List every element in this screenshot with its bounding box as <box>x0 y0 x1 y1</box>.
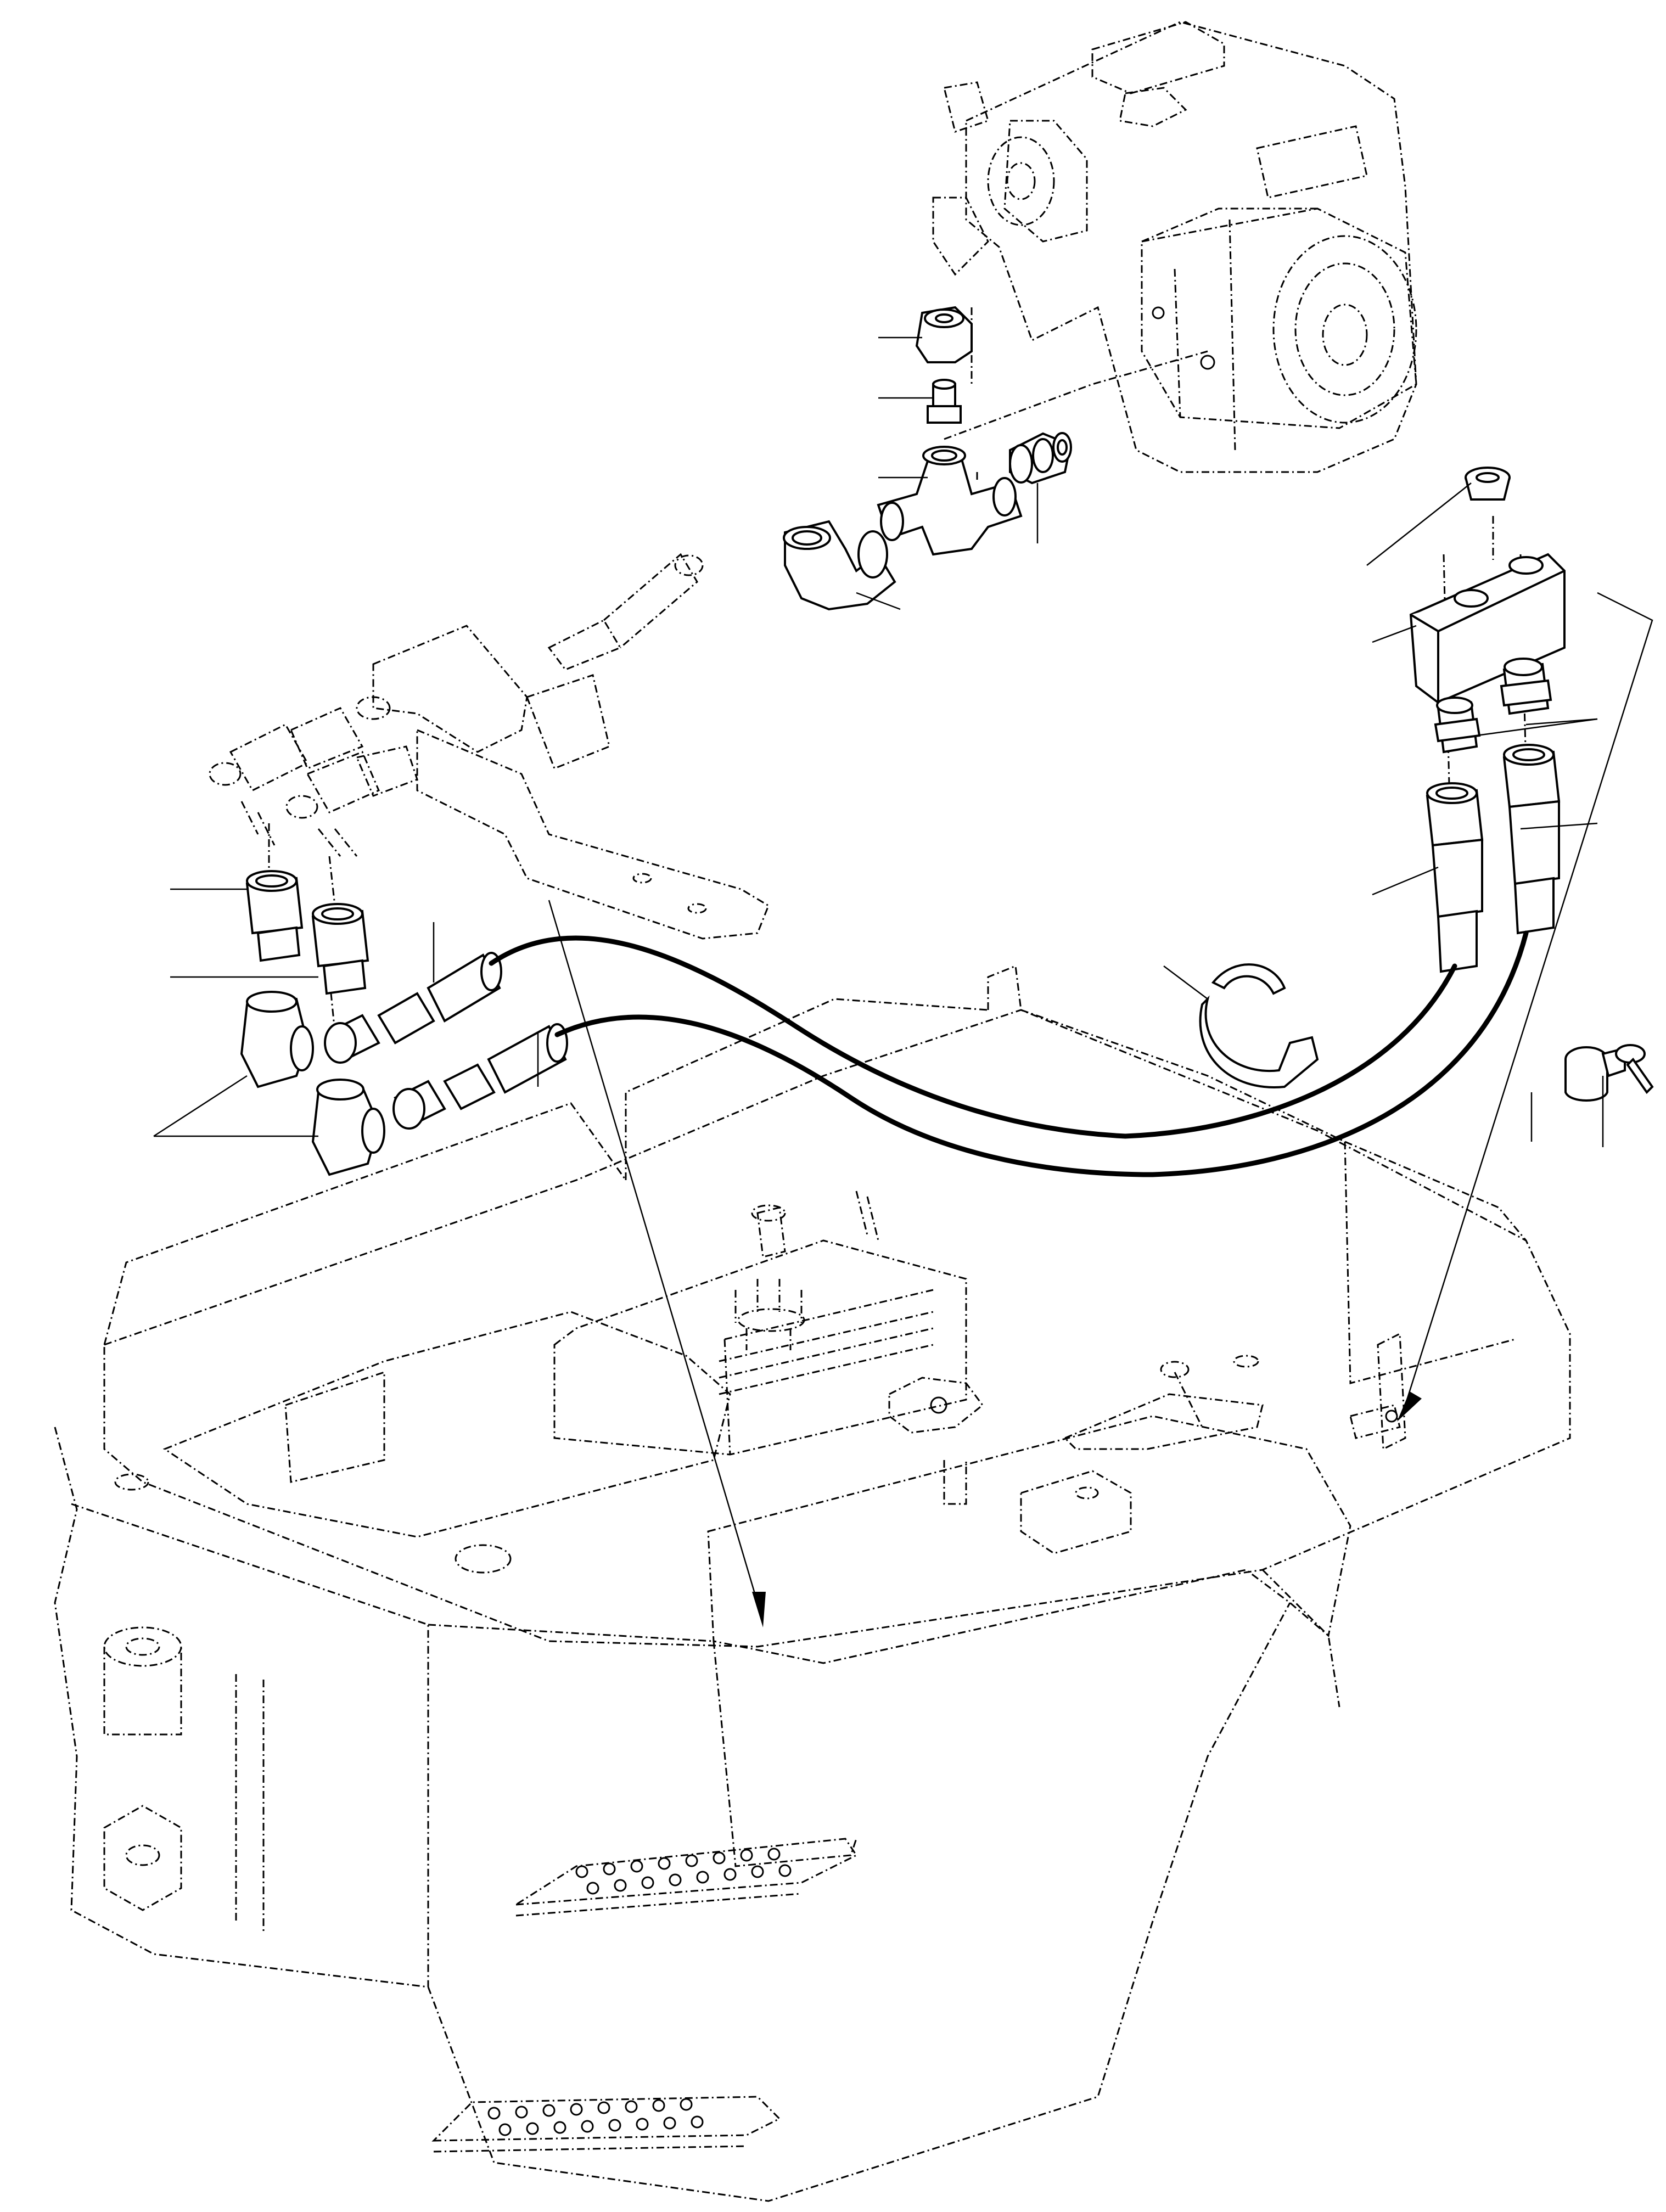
hose-clamp[interactable] <box>1199 963 1319 1088</box>
callout-leaders <box>153 336 1604 1147</box>
hose-assembly-lower[interactable] <box>392 930 1529 1177</box>
bolt-icon[interactable] <box>1615 1044 1654 1094</box>
fitting-icon[interactable] <box>1009 432 1072 485</box>
arrow-down-icon <box>1397 1391 1422 1422</box>
hose-end-icon[interactable] <box>1426 782 1484 973</box>
fitting-icon[interactable] <box>783 520 896 611</box>
hose-mount-bracket <box>1349 1332 1406 1451</box>
center-lines <box>268 307 1527 1032</box>
fitting-icon[interactable] <box>245 870 304 962</box>
valve-block <box>209 553 770 940</box>
hose-end-icon[interactable] <box>1502 744 1561 935</box>
fitting-icon[interactable] <box>240 991 314 1088</box>
fitting-icon[interactable] <box>1500 658 1552 715</box>
chassis-frame <box>54 964 1571 2202</box>
fitting-icon[interactable] <box>915 306 973 363</box>
fitting-icon[interactable] <box>877 446 1023 556</box>
arrow-down-icon <box>752 1592 766 1627</box>
step-holes <box>487 1848 792 2136</box>
fitting-group-manifold <box>1409 467 1566 973</box>
fitting-icon[interactable] <box>311 903 369 995</box>
fitting-icon[interactable] <box>927 379 962 424</box>
fitting-icon[interactable] <box>1465 467 1511 501</box>
hose-assembly-upper[interactable] <box>324 935 1457 1139</box>
fitting-icon[interactable] <box>1434 697 1481 754</box>
fitting-group-pump <box>783 306 1072 611</box>
clamp-icon[interactable] <box>1564 1046 1626 1102</box>
center-components <box>734 1191 1264 1554</box>
hydraulic-pump <box>932 21 1417 473</box>
pivot-assembly <box>103 1473 512 1932</box>
manifold-block[interactable] <box>1409 553 1566 704</box>
installation-arrows <box>548 592 1653 1627</box>
fitting-group-left <box>240 870 385 1176</box>
fitting-icon[interactable] <box>311 1079 385 1176</box>
